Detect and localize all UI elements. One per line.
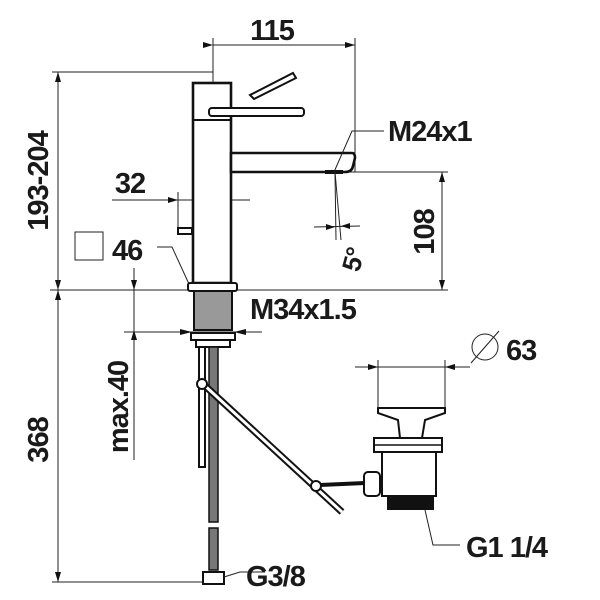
dimension-base-square: 46 <box>74 231 190 285</box>
lever-handle <box>208 107 305 117</box>
lever-offset-label: 32 <box>115 168 145 200</box>
spout-angle-label: 5° <box>336 244 371 274</box>
spout-height-label: 108 <box>409 208 441 254</box>
base-square-label: 46 <box>112 235 143 267</box>
dimension-spout-reach: 115 <box>203 15 355 48</box>
waste-thread-label: G1 1/4 <box>466 532 548 564</box>
dimension-spout-thread: M24x1 <box>333 116 474 173</box>
waste-diameter-label: 63 <box>506 335 537 367</box>
dimension-total-height: 193-204 <box>23 72 61 290</box>
dimension-spout-height: 108 <box>409 172 445 290</box>
waste-valve: G1 1/4 <box>363 407 549 564</box>
pop-up-rod <box>196 346 366 515</box>
max-deck-label: max.40 <box>103 361 135 453</box>
spout-thread-label: M24x1 <box>388 116 473 148</box>
diameter-symbol-icon <box>470 330 500 364</box>
supply-hose: G3/8 <box>202 346 307 593</box>
hose-thread-label: G3/8 <box>246 561 306 593</box>
dimension-max-deck: max.40 <box>103 268 262 460</box>
spout <box>229 151 357 174</box>
spout-reach-label: 115 <box>250 15 295 47</box>
dimension-hose-length: 368 <box>23 280 61 582</box>
lever-open-position <box>248 71 298 101</box>
dimension-waste-diameter: 63 <box>355 330 538 408</box>
shank: M34x1.5 <box>187 282 358 348</box>
dimension-spout-angle: 5° <box>313 171 371 275</box>
square-symbol-icon <box>74 231 104 261</box>
total-height-label: 193-204 <box>23 130 55 230</box>
faucet-body <box>177 71 357 285</box>
hose-length-label: 368 <box>23 416 55 462</box>
pop-up-knob <box>177 227 193 235</box>
shank-thread-label: M34x1.5 <box>250 294 357 326</box>
